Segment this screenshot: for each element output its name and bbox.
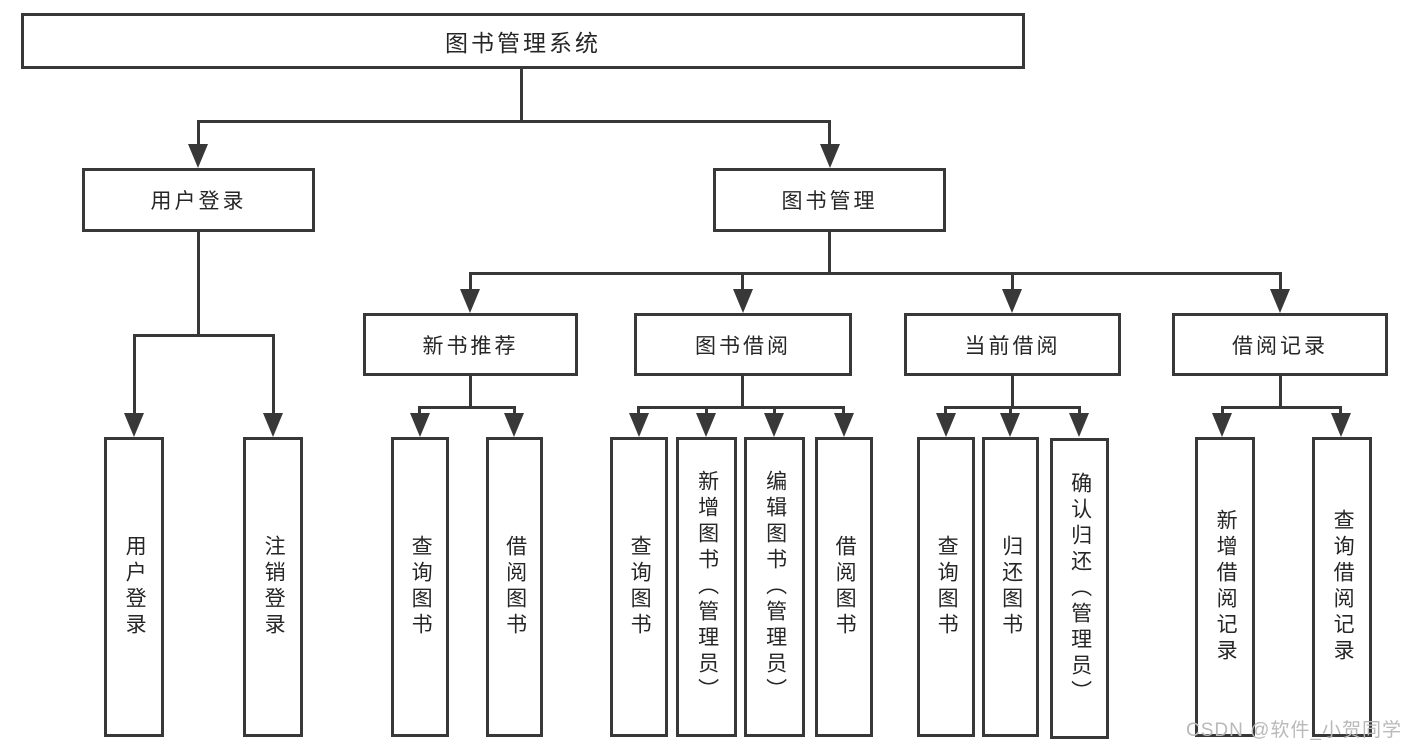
connector-line (418, 406, 516, 409)
connector-line (469, 275, 472, 289)
leaf-query-books: 查询图书 (610, 437, 668, 737)
node-library-management-system: 图书管理系统 (21, 13, 1025, 69)
node-label: 新书推荐 (422, 334, 519, 358)
arrow-down-icon (820, 144, 840, 168)
connector-line (197, 123, 200, 144)
leaf-user-login: 用户登录 (104, 437, 164, 737)
leaf-label: 借阅图书 (503, 535, 527, 639)
connector-line (741, 376, 744, 406)
arrow-down-icon (696, 413, 716, 437)
leaf-label: 借阅图书 (833, 535, 857, 639)
node-user-login: 用户登录 (82, 168, 315, 232)
arrow-down-icon (1069, 413, 1089, 437)
connector-line (944, 406, 1081, 409)
leaf-edit-books-admin: 编辑图书（管理员） (744, 437, 805, 737)
leaf-label: 用户登录 (123, 535, 147, 639)
node-book-management: 图书管理 (713, 168, 946, 232)
leaf-label: 查询图书 (409, 535, 433, 639)
connector-line (513, 406, 516, 413)
arrow-down-icon (1270, 289, 1290, 313)
connector-line (133, 334, 275, 337)
connector-line (1279, 376, 1282, 406)
connector-line (469, 376, 472, 406)
connector-line (637, 406, 845, 409)
connector-line (1339, 406, 1342, 413)
node-new-book-recommendation: 新书推荐 (363, 313, 578, 376)
node-borrowing-records: 借阅记录 (1172, 313, 1388, 376)
leaf-label: 确认归还（管理员） (1068, 471, 1092, 706)
arrow-down-icon (834, 413, 854, 437)
arrow-down-icon (1002, 289, 1022, 313)
connector-line (197, 232, 200, 337)
connector-line (705, 406, 708, 413)
arrow-down-icon (1331, 413, 1351, 437)
connector-line (133, 337, 136, 413)
leaf-confirm-return-admin: 确认归还（管理员） (1050, 438, 1109, 739)
connector-line (944, 406, 947, 413)
leaf-label: 编辑图书（管理员） (763, 470, 787, 704)
connector-line (1221, 406, 1342, 409)
node-label: 借阅记录 (1232, 334, 1328, 358)
connector-line (197, 120, 831, 123)
leaf-label: 查询图书 (628, 535, 652, 639)
node-label: 图书借阅 (695, 334, 791, 358)
node-current-borrowing: 当前借阅 (904, 313, 1121, 376)
leaf-borrow-books: 借阅图书 (486, 437, 543, 737)
leaf-query-books: 查询图书 (391, 437, 449, 737)
leaf-label: 新增借阅记录 (1214, 509, 1238, 665)
watermark-text: CSDN @软件_小贺同学 (1186, 720, 1402, 741)
arrow-down-icon (733, 289, 753, 313)
arrow-down-icon (1212, 413, 1232, 437)
connector-line (828, 232, 831, 272)
node-book-borrowing: 图书借阅 (634, 313, 852, 376)
connector-line (1011, 376, 1014, 406)
leaf-borrow-books: 借阅图书 (815, 437, 873, 737)
arrow-down-icon (629, 413, 649, 437)
leaf-query-books: 查询图书 (917, 437, 975, 737)
node-label: 用户登录 (150, 190, 247, 213)
arrow-down-icon (764, 413, 784, 437)
arrow-down-icon (1000, 413, 1020, 437)
connector-line (842, 406, 845, 413)
connector-line (1221, 406, 1224, 413)
connector-line (1009, 406, 1012, 413)
leaf-return-books: 归还图书 (982, 437, 1039, 737)
connector-line (418, 406, 421, 413)
leaf-label: 新增图书（管理员） (695, 470, 719, 704)
leaf-add-books-admin: 新增图书（管理员） (676, 437, 737, 737)
node-label: 图书管理 (781, 190, 878, 213)
arrow-down-icon (504, 413, 524, 437)
arrow-down-icon (124, 413, 144, 437)
node-label: 当前借阅 (964, 334, 1061, 358)
connector-line (1078, 406, 1081, 413)
connector-line (469, 272, 1282, 275)
connector-line (1279, 275, 1282, 289)
connector-line (272, 337, 275, 413)
node-label: 图书管理系统 (445, 30, 601, 56)
connector-line (773, 406, 776, 413)
leaf-query-borrow-record: 查询借阅记录 (1312, 437, 1372, 737)
arrow-down-icon (263, 413, 283, 437)
connector-line (1011, 275, 1014, 289)
leaf-label: 注销登录 (262, 535, 286, 639)
arrow-down-icon (410, 413, 430, 437)
connector-line (741, 275, 744, 289)
arrow-down-icon (460, 289, 480, 313)
leaf-logout: 注销登录 (243, 437, 303, 737)
leaf-label: 查询借阅记录 (1331, 509, 1355, 665)
connector-line (637, 406, 640, 413)
arrow-down-icon (936, 413, 956, 437)
connector-line (520, 69, 523, 123)
arrow-down-icon (188, 144, 208, 168)
leaf-label: 查询图书 (935, 535, 959, 639)
connector-line (828, 123, 831, 144)
leaf-label: 归还图书 (999, 535, 1023, 639)
leaf-add-borrow-record: 新增借阅记录 (1195, 437, 1255, 737)
